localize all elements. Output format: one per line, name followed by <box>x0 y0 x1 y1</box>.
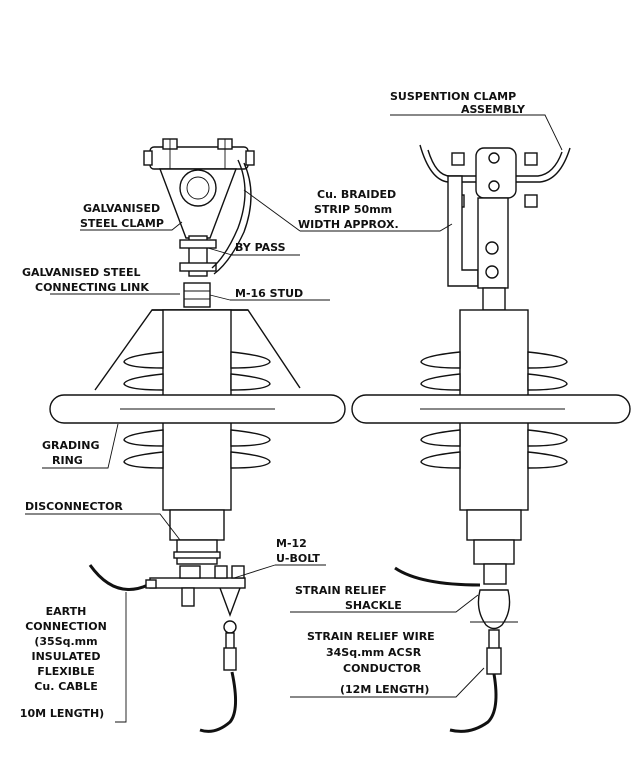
strain-wire-right <box>449 673 498 733</box>
label-earth-3: (35Sq.mm <box>34 635 97 648</box>
label-bypass: BY PASS <box>235 241 286 254</box>
label-wire-4: (12M LENGTH) <box>340 683 429 696</box>
hanger-arm <box>447 175 479 287</box>
label-galvanised-clamp-1: GALVANISED <box>83 202 160 215</box>
bypass-braid <box>211 159 246 269</box>
label-earth-4: INSULATED <box>32 650 101 663</box>
label-suspension-clamp-2: ASSEMBLY <box>461 103 526 116</box>
right-assembly <box>351 144 631 733</box>
labels: SUSPENTION CLAMP ASSEMBLY GALVANISED STE… <box>20 90 526 720</box>
label-earth-5: FLEXIBLE <box>37 665 95 678</box>
label-braided-3: WIDTH APPROX. <box>298 218 399 231</box>
earth-cable-right <box>394 566 481 587</box>
label-suspension-clamp-1: SUSPENTION CLAMP <box>390 90 516 103</box>
label-earth-2: CONNECTION <box>25 620 107 633</box>
u-bolt <box>219 587 241 618</box>
label-connecting-link-1: GALVANISED STEEL <box>22 266 140 279</box>
label-wire-2: 34Sq.mm ACSR <box>326 646 422 659</box>
label-earth-1: EARTH <box>46 605 87 618</box>
label-earth-7: 10M LENGTH) <box>20 707 104 720</box>
label-braided-1: Cu. BRAIDED <box>317 188 396 201</box>
insulator-sheds <box>123 351 271 469</box>
label-shackle-2: SHACKLE <box>345 599 402 612</box>
label-grading-2: RING <box>52 454 83 467</box>
insulator-sheds-right <box>420 351 568 469</box>
label-connecting-link-2: CONNECTING LINK <box>35 281 149 294</box>
left-assembly <box>49 138 346 733</box>
label-braided-2: STRIP 50mm <box>314 203 392 216</box>
label-ubolt-1: M-12 <box>276 537 307 550</box>
label-galvanised-clamp-2: STEEL CLAMP <box>80 217 164 230</box>
label-wire-3: CONDUCTOR <box>343 662 422 675</box>
label-ubolt-2: U-BOLT <box>276 552 320 565</box>
label-earth-6: Cu. CABLE <box>34 680 97 693</box>
label-grading-1: GRADING <box>42 439 99 452</box>
label-wire-1: STRAIN RELIEF WIRE <box>307 630 435 643</box>
leader-lines <box>25 114 563 723</box>
earth-cable <box>88 564 149 591</box>
label-disconnector: DISCONNECTOR <box>25 500 123 513</box>
base-bracket <box>149 577 246 589</box>
galvanised-steel-clamp <box>143 138 255 277</box>
strain-relief-shackle <box>477 589 511 630</box>
connecting-link <box>183 282 211 308</box>
strain-wire-left <box>199 671 237 733</box>
label-shackle-1: STRAIN RELIEF <box>295 584 387 597</box>
label-stud: M-16 STUD <box>235 287 303 300</box>
